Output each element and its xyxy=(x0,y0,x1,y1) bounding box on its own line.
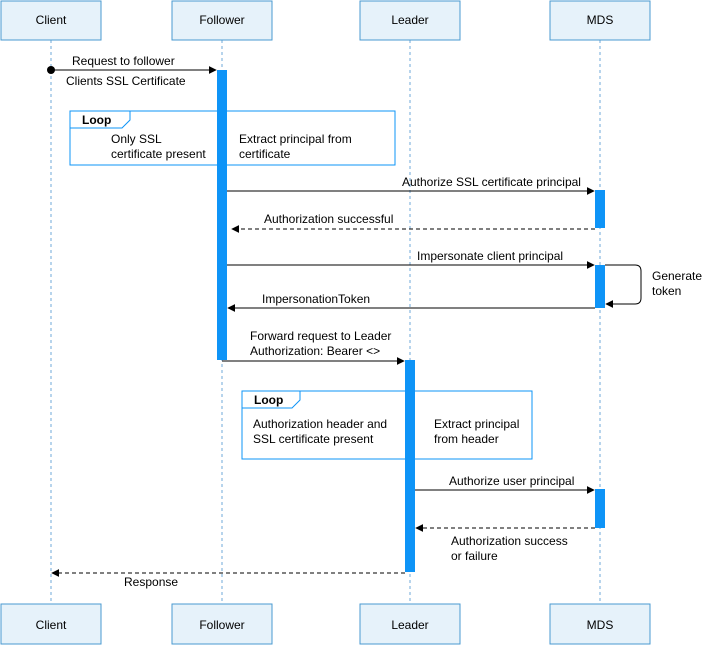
message-response: Response xyxy=(124,575,178,589)
activation-mds-3 xyxy=(595,489,605,528)
loop-condition-line2: SSL certificate present xyxy=(253,432,374,446)
loop-condition-line1: Only SSL xyxy=(111,132,162,146)
message-authorize-ssl-certificate-principal: Authorize SSL certificate principal xyxy=(402,175,581,189)
participant-label: Leader xyxy=(391,13,428,27)
activation-mds-1 xyxy=(595,190,605,228)
participant-label: Client xyxy=(36,618,67,632)
loop-condition-line1: Authorization header and xyxy=(253,417,387,431)
loop-condition-line2: certificate present xyxy=(111,147,206,161)
message-authorization-result-line2: or failure xyxy=(451,549,498,563)
participant-mds-bottom: MDS xyxy=(549,603,651,645)
arrow-generate-token xyxy=(605,264,642,308)
participant-follower-bottom: Follower xyxy=(171,603,273,645)
activation-follower xyxy=(217,70,227,360)
activation-mds-2 xyxy=(595,265,605,308)
participant-label: Client xyxy=(36,13,67,27)
message-generate-token-line1: Generate xyxy=(652,269,702,283)
loop-frame-2: Loop Authorization header and SSL certif… xyxy=(241,390,533,460)
activation-leader xyxy=(405,360,415,572)
participant-label: Follower xyxy=(199,13,244,27)
message-generate-token-line2: token xyxy=(652,284,681,298)
participant-client-top: Client xyxy=(0,0,102,41)
loop-action-line1: Extract principal from xyxy=(239,132,352,146)
participant-label: Leader xyxy=(391,618,428,632)
message-authorization-successful: Authorization successful xyxy=(264,212,393,226)
participant-follower-top: Follower xyxy=(171,0,273,41)
message-authorize-user-principal: Authorize user principal xyxy=(449,474,574,488)
loop-action-line2: certificate xyxy=(239,147,291,161)
participant-leader-bottom: Leader xyxy=(359,603,461,645)
message-impersonate-client-principal: Impersonate client principal xyxy=(417,249,563,263)
participant-leader-top: Leader xyxy=(359,0,461,41)
message-request-to-follower: Request to follower xyxy=(72,54,175,68)
loop-action-line1: Extract principal xyxy=(434,417,519,431)
participant-label: MDS xyxy=(587,618,614,632)
message-forward-request-line1: Forward request to Leader xyxy=(250,329,391,343)
message-impersonation-token: ImpersonationToken xyxy=(262,292,370,306)
participant-label: Follower xyxy=(199,618,244,632)
participant-mds-top: MDS xyxy=(549,0,651,41)
message-clients-ssl-certificate: Clients SSL Certificate xyxy=(66,74,186,88)
loop-frame-1: Loop Only SSL certificate present Extrac… xyxy=(69,110,396,166)
participant-client-bottom: Client xyxy=(0,603,102,645)
loop-label: Loop xyxy=(82,113,111,127)
loop-label: Loop xyxy=(254,393,283,407)
participant-label: MDS xyxy=(587,13,614,27)
loop-action-line2: from header xyxy=(434,432,499,446)
message-authorization-result-line1: Authorization success xyxy=(451,534,568,548)
message-forward-request-line2: Authorization: Bearer <> xyxy=(250,344,380,358)
